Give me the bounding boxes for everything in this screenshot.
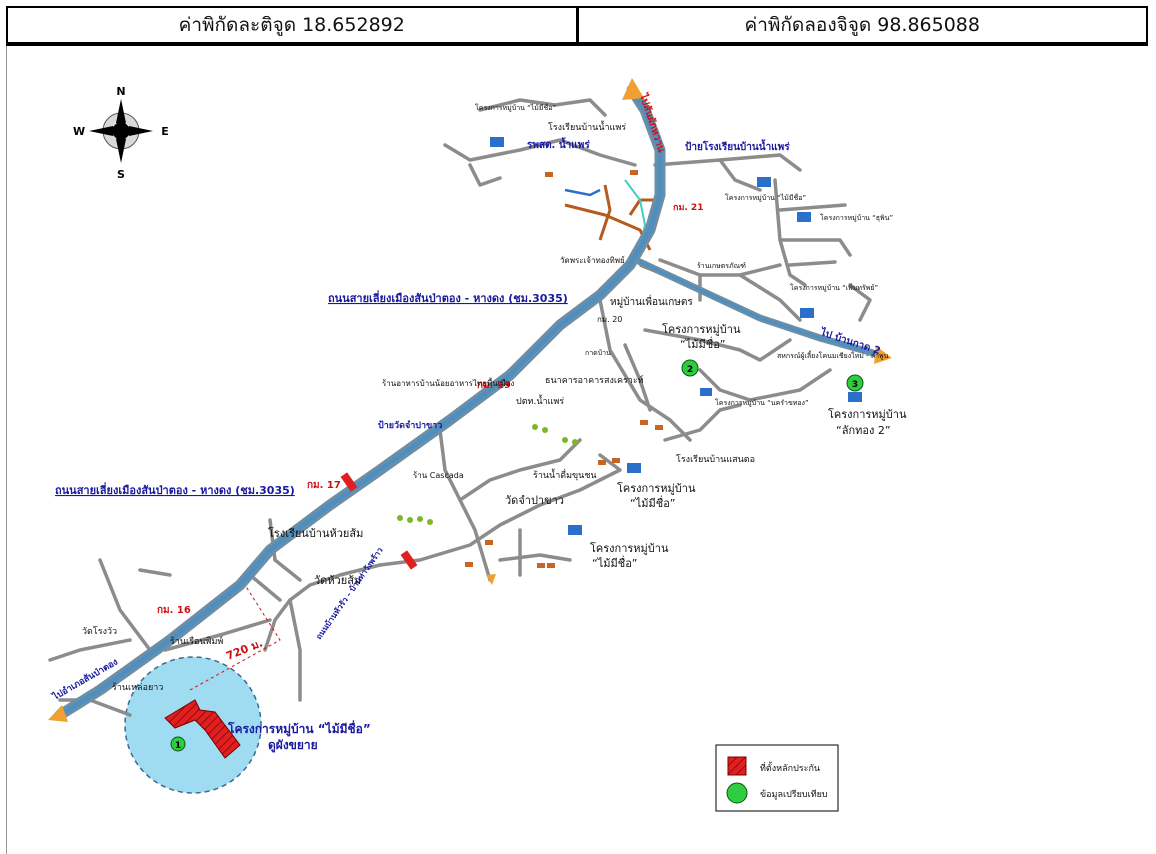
svg-text:3: 3 (852, 380, 858, 390)
km-21: กม. 21 (673, 203, 703, 213)
place-health: ร้านน้ำดื่มขุนชน (533, 468, 597, 481)
project-5-title: โครงการหมู่บ้าน (590, 541, 669, 555)
minor-roads (48, 98, 872, 717)
km-19: กม. 19 (477, 380, 511, 391)
place-school-huaysom: โรงเรียนบ้านห้วยส้ม (268, 526, 363, 540)
svg-text:1: 1 (175, 741, 181, 751)
blue-creek (564, 188, 601, 197)
bridge-km17 (340, 472, 358, 492)
side-road-arrow (486, 574, 496, 585)
project-small-b: โครงการหมู่บ้าน “ไม้มีชื่อ” (725, 193, 806, 202)
legend: ที่ตั้งหลักประกัน ข้อมูลเปรียบเทียบ (715, 744, 839, 812)
place-school-east: โรงเรียนบ้านแสนตอ (676, 454, 755, 465)
house-icons (465, 170, 663, 568)
road-label-side: ถนนบ้านหัวรัว - บ้านท่าวังพร้าว (313, 545, 385, 641)
legend-comparable-swatch (726, 782, 748, 804)
km-16: กม. 16 (157, 605, 191, 616)
place-shop-sw: ร้านเหล่อยาว (112, 682, 163, 693)
tree-icons (397, 424, 578, 525)
main-road (54, 84, 666, 721)
marker-2: 2 (681, 359, 699, 377)
project-2-title: โครงการหมู่บ้าน (662, 322, 741, 336)
project-3-name: “ลักทอง 2” (836, 424, 891, 437)
legend-collateral-swatch (727, 756, 747, 776)
distance-label: 720 ม. (224, 636, 264, 662)
marker-3: 3 (846, 374, 864, 392)
north-arrow (622, 78, 644, 100)
place-market: กาดบ้าน (585, 349, 611, 357)
place-gas-station: ปตท.น้ำแพร่ (516, 394, 564, 407)
compass-e: E (161, 125, 169, 138)
project-3-title: โครงการหมู่บ้าน (828, 407, 907, 421)
place-sign-wat: ป้ายวัดจำปาขาว (378, 420, 442, 431)
place-cascada: ร้าน Cascada (413, 471, 464, 480)
place-school-sign: ป้ายโรงเรียนบ้านน้ำแพร่ (685, 139, 790, 153)
east-arrow (874, 346, 892, 364)
project-small-c: โครงการหมู่บ้าน “ธุพิน” (820, 213, 893, 222)
km-20: กม. 20 (597, 315, 622, 324)
place-wat-huaysom: วัดห้วยส้ม (314, 574, 361, 587)
coordinates-header: ค่าพิกัดละติจูด 18.652892 ค่าพิกัดลองจิจ… (6, 6, 1148, 46)
project-small-e: โครงการหมู่บ้าน “นครำขทอง” (715, 398, 809, 407)
project-1-sub: ดูผังขยาย (268, 738, 318, 753)
project-1-label: โครงการหมู่บ้าน “ไม้มีชื่อ” (227, 720, 371, 737)
project-2-name: “ไม้มีชื่อ” (680, 336, 726, 351)
road-label-upper: ถนนสายเลี่ยงเมืองสันป่าตอง - หางดง (ชม.3… (328, 290, 568, 305)
place-wat-rongruea: วัดโรงวัว (82, 626, 117, 637)
latitude-label: ค่าพิกัดละติจูด 18.652892 (178, 14, 405, 36)
place-wat-champa: วัดจำปาขาว (505, 494, 564, 507)
place-hospital: รพสต. น้ำแพร่ (527, 137, 590, 151)
project-5-name: “ไม้มีชื่อ” (592, 555, 638, 570)
property-parcel (164, 699, 241, 759)
project-small-a: โครงการหมู่บ้าน “ไม้มีชื่อ” (475, 103, 556, 112)
distance-line (189, 584, 281, 691)
place-bank: ธนาคารอาคารสงเคราะห์ (545, 374, 644, 386)
marker-1: 1 (170, 736, 186, 752)
km-17: กม. 17 (307, 480, 341, 491)
frame-line (6, 46, 7, 854)
southwest-arrow (48, 705, 68, 722)
compass-w: W (73, 125, 85, 138)
place-restaurant: ร้านอาหารบ้านน้อยอาหารไทยพื้นเมือง (382, 377, 515, 388)
east-road-center (638, 260, 882, 357)
place-coop: สหกรณ์ผู้เลี้ยงโคนมเชียงใหม่ - ลำพูน (777, 349, 889, 360)
bridge-side (400, 550, 418, 570)
compass-n: N (116, 85, 125, 98)
legend-collateral-label: ที่ตั้งหลักประกัน (760, 761, 820, 774)
village-icons (490, 137, 862, 535)
legend-comparable-label: ข้อมูลเปรียบเทียบ (760, 789, 828, 800)
place-temple-north: วัดพระเจ้าทองทิพย์ (560, 255, 625, 265)
compass-rose: N S E W (73, 85, 169, 181)
place-repair: ร้านเกษตรภัณฑ์ (697, 262, 746, 270)
zoom-circle (124, 656, 262, 794)
project-4-name: “ไม้มีชื่อ” (630, 495, 676, 510)
main-road-center (57, 87, 663, 718)
project-4-title: โครงการหมู่บ้าน (617, 481, 696, 495)
longitude-label: ค่าพิกัดลองจิจูด 98.865088 (575, 8, 1147, 42)
place-school-nampae: โรงเรียนบ้านน้ำแพร่ (548, 120, 626, 133)
svg-text:2: 2 (687, 365, 693, 375)
place-friend: หมู่บ้านเพื่อนเกษตร (610, 294, 693, 308)
place-shop: ร้านเรือนพิมพ์ (170, 635, 223, 647)
compass-s: S (117, 168, 125, 181)
project-small-d: โครงการหมู่บ้าน “เพิ่มทรัพย์” (790, 283, 878, 292)
road-label-lower: ถนนสายเลี่ยงเมืองสันป่าตอง - หางดง (ชม.3… (55, 482, 295, 497)
